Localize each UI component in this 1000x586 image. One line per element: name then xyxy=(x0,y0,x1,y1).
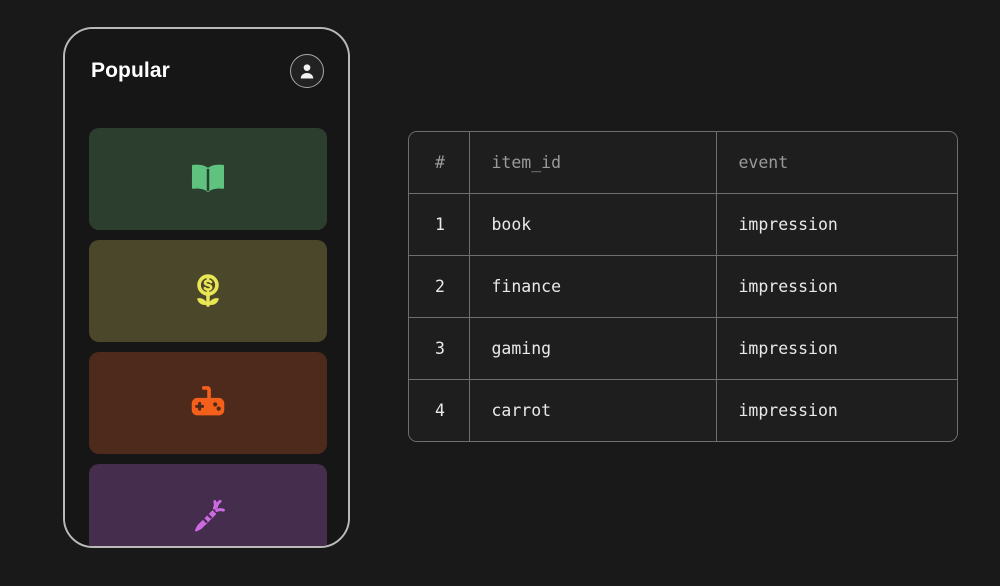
table-row[interactable]: 1 book impression xyxy=(409,193,957,256)
feed-card-carrot[interactable] xyxy=(89,464,327,546)
phone-mockup: Popular xyxy=(63,27,350,548)
phone-screen: Popular xyxy=(65,29,348,546)
cell-item-id: finance xyxy=(469,255,717,318)
table-row[interactable]: 3 gaming impression xyxy=(409,317,957,380)
column-header-event[interactable]: event xyxy=(716,132,957,194)
card-list xyxy=(89,128,327,546)
user-avatar-icon xyxy=(297,61,317,81)
feed-card-finance[interactable] xyxy=(89,240,327,342)
table-row[interactable]: 2 finance impression xyxy=(409,255,957,318)
table-row[interactable]: 4 carrot impression xyxy=(409,379,957,441)
cell-index: 4 xyxy=(409,379,470,441)
phone-header: Popular xyxy=(65,29,348,113)
cell-event: impression xyxy=(716,193,957,256)
cell-index: 2 xyxy=(409,255,470,318)
money-plant-icon xyxy=(187,270,229,312)
cell-index: 3 xyxy=(409,317,470,380)
avatar-button[interactable] xyxy=(290,54,324,88)
column-header-item-id[interactable]: item_id xyxy=(469,132,717,194)
cell-item-id: book xyxy=(469,193,717,256)
cell-event: impression xyxy=(716,255,957,318)
page-title: Popular xyxy=(91,59,170,82)
cell-index: 1 xyxy=(409,193,470,256)
cell-item-id: gaming xyxy=(469,317,717,380)
cell-event: impression xyxy=(716,379,957,441)
feed-card-gaming[interactable] xyxy=(89,352,327,454)
table-header-row: # item_id event xyxy=(409,132,957,194)
carrot-icon xyxy=(187,494,229,536)
cell-event: impression xyxy=(716,317,957,380)
gamepad-icon xyxy=(187,382,229,424)
feed-card-book[interactable] xyxy=(89,128,327,230)
events-table: # item_id event 1 book impression 2 fina… xyxy=(408,131,958,442)
column-header-index[interactable]: # xyxy=(409,132,470,194)
cell-item-id: carrot xyxy=(469,379,717,441)
open-book-icon xyxy=(187,158,229,200)
